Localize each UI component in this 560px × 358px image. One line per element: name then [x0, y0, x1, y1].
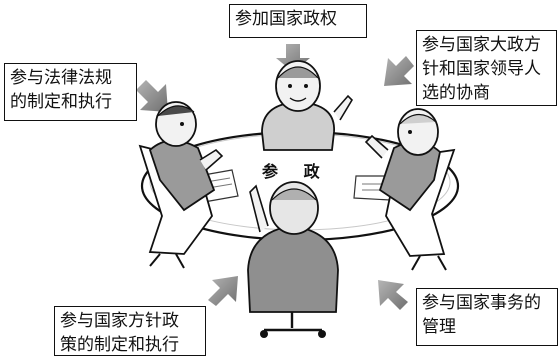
label-consultation-on-policies-and-leaders: 参与国家大政方 针和国家领导人 选的协商 — [416, 30, 557, 106]
person-right — [364, 108, 456, 271]
label-join-state-power: 参加国家政权 — [229, 4, 367, 38]
arrow-bottom-left-icon — [208, 276, 238, 306]
label-laws-and-regulations: 参与法律法规 的制定和执行 — [4, 63, 137, 121]
person-bottom — [247, 181, 339, 338]
label-state-affairs-management: 参与国家事务的 管理 — [416, 288, 558, 346]
center-label: 参 政 — [262, 162, 330, 181]
label-policy-formulation: 参与国家方针政 策的制定和执行 — [54, 306, 206, 356]
arrow-right-icon — [384, 56, 414, 86]
person-top — [261, 60, 354, 151]
arrow-left-icon — [136, 80, 168, 112]
arrow-bottom-right-icon — [378, 280, 408, 310]
person-left — [138, 101, 224, 269]
